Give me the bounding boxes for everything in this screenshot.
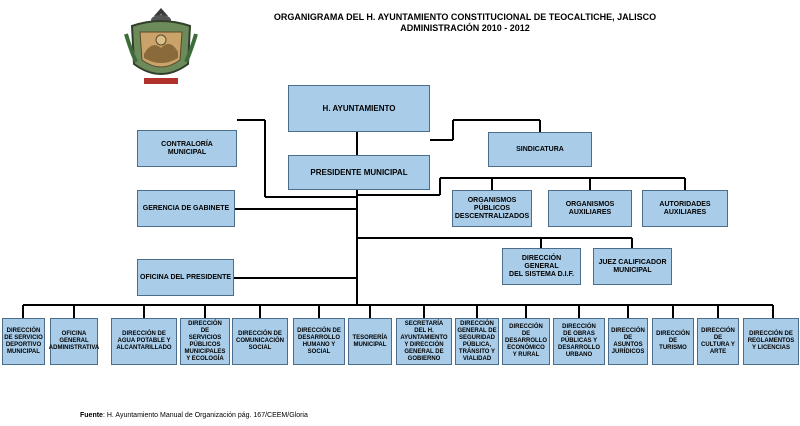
coat-of-arms-logo xyxy=(124,8,198,84)
node-sindicatura: SINDICATURA xyxy=(488,132,592,167)
dept-box: Dirección de servicio deportivo municipa… xyxy=(2,318,45,365)
dept-box: Dirección de desarrollo humano y social xyxy=(293,318,345,365)
title-line-2: ADMINISTRACIÓN 2010 - 2012 xyxy=(400,23,530,33)
chart-title: ORGANIGRAMA DEL H. AYUNTAMIENTO CONSTITU… xyxy=(250,12,680,34)
dept-box: Secretaría del H. ayuntamiento y direcci… xyxy=(396,318,452,365)
node-dif: DIRECCIÓN GENERAL DEL SISTEMA D.I.F. xyxy=(502,248,581,285)
dept-box: Tesorería municipal xyxy=(348,318,392,365)
dept-box: Dirección de desarrollo económico y rura… xyxy=(502,318,550,365)
dept-box: Dirección de comunicación social xyxy=(232,318,288,365)
source-note: Fuente: H. Ayuntamiento Manual de Organi… xyxy=(80,412,308,419)
source-label: Fuente xyxy=(80,412,103,419)
node-juez: JUEZ CALIFICADOR MUNICIPAL xyxy=(593,248,672,285)
dept-box: Dirección de asuntos jurídicos xyxy=(608,318,648,365)
dept-box: Dirección de agua potable y alcantarilla… xyxy=(111,318,177,365)
node-contraloria: CONTRALORÍA MUNICIPAL xyxy=(137,130,237,167)
node-ayuntamiento: H. AYUNTAMIENTO xyxy=(288,85,430,132)
dept-box: Dirección general de seguridad pública, … xyxy=(455,318,499,365)
source-text: : H. Ayuntamiento Manual de Organización… xyxy=(102,412,308,419)
node-presidente: PRESIDENTE MUNICIPAL xyxy=(288,155,430,190)
node-autoridades-auxiliares: AUTORIDADES AUXILIARES xyxy=(642,190,728,227)
dept-box: Dirección de turismo xyxy=(652,318,694,365)
title-line-1: ORGANIGRAMA DEL H. AYUNTAMIENTO CONSTITU… xyxy=(273,12,657,22)
node-gerencia: GERENCIA DE GABINETE xyxy=(137,190,235,227)
node-organismos-auxiliares: ORGANISMOS AUXILIARES xyxy=(548,190,632,227)
dept-box: Dirección de cultura y arte xyxy=(697,318,739,365)
dept-box: Dirección de reglamentos y licencias xyxy=(743,318,799,365)
dept-box: Dirección de servicios públicos municipa… xyxy=(180,318,230,365)
dept-box: Dirección de obras públicas y desarrollo… xyxy=(553,318,605,365)
node-oficina-presidente: OFICINA DEL PRESIDENTE xyxy=(137,259,234,296)
node-organismos-publicos: ORGANISMOS PÚBLICOS DESCENTRALIZADOS xyxy=(452,190,532,227)
dept-box: Oficina general administrativa xyxy=(49,318,99,365)
